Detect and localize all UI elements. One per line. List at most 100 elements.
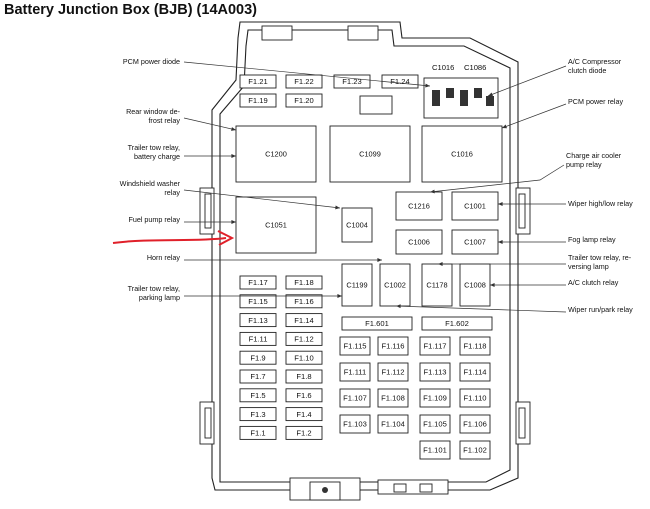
fuse-F1-109: F1.109 xyxy=(419,388,451,408)
annotation-arrow xyxy=(112,230,235,246)
relay-c1216: C1216 xyxy=(395,191,443,221)
relay-c1200: C1200 xyxy=(235,125,317,183)
right-side-clips xyxy=(515,187,531,445)
fuse-F1-6: F1.6 xyxy=(285,388,323,403)
leader-ac-clutch-head xyxy=(490,283,495,287)
leader-rear-window xyxy=(183,117,237,131)
fuse-F1-8-label: F1.8 xyxy=(296,372,311,381)
fuse-F1-109-label: F1.109 xyxy=(423,394,447,403)
fuse-F1-106-label: F1.106 xyxy=(463,420,487,429)
fuse-F1-107-label: F1.107 xyxy=(343,394,367,403)
fuse-F1-3-label: F1.3 xyxy=(250,410,265,419)
relay-c1006: C1006 xyxy=(395,229,443,255)
fuse-F1-117-label: F1.117 xyxy=(423,342,446,351)
fuse-F1-12: F1.12 xyxy=(285,331,323,346)
relay-c1178-label: C1178 xyxy=(426,281,447,290)
label-pcm-relay: PCM power relay xyxy=(568,97,624,106)
relay-c1006-label: C1006 xyxy=(408,238,430,247)
fuse-F1-20: F1.20 xyxy=(285,93,323,108)
leader-charge-air-head xyxy=(430,189,435,194)
fuse-F1-22-label: F1.22 xyxy=(294,77,313,86)
relay-c1001: C1001 xyxy=(451,191,499,221)
label-trailer-rev: Trailer tow relay, re-versing lamp xyxy=(568,253,632,271)
fuse-F1-14: F1.14 xyxy=(285,313,323,328)
fuse-F1-12-label: F1.12 xyxy=(294,335,313,344)
relay-c1200-label: C1200 xyxy=(265,150,287,159)
page-title: Battery Junction Box (BJB) (14A003) xyxy=(4,2,257,18)
fuse-F1-22: F1.22 xyxy=(285,74,323,89)
relay-c1004-label: C1004 xyxy=(346,221,368,230)
fuse-F1-21-label: F1.21 xyxy=(248,77,267,86)
fuse-F1-14-label: F1.14 xyxy=(294,316,313,325)
fuse-F1-101-label: F1.101 xyxy=(423,446,447,455)
diode-label-c1016: C1016 xyxy=(432,63,454,72)
fuse-F1-9-label: F1.9 xyxy=(250,353,265,362)
fuse-F1-7: F1.7 xyxy=(239,369,277,384)
fuse-F1-102-label: F1.102 xyxy=(463,446,487,455)
label-pcm-diode: PCM power diode xyxy=(123,57,180,66)
leader-washer xyxy=(183,189,341,209)
fuse-F1-118: F1.118 xyxy=(459,336,491,356)
fuse-F1-117: F1.117 xyxy=(419,336,451,356)
fuse-F1-105: F1.105 xyxy=(419,414,451,434)
leader-pcm-relay xyxy=(501,103,567,129)
fuse-F1-105-label: F1.105 xyxy=(423,420,447,429)
fuse-F1-9: F1.9 xyxy=(239,350,277,365)
relay-c1002: C1002 xyxy=(379,263,411,307)
label-rear-window: Rear window de-frost relay xyxy=(126,107,181,125)
label-wiper-hl: Wiper high/low relay xyxy=(568,199,633,208)
relay-c1178: C1178 xyxy=(421,263,453,307)
relay-c1008-label: C1008 xyxy=(464,281,486,290)
leader-washer-head xyxy=(335,205,340,210)
fuse-F1-5: F1.5 xyxy=(239,388,277,403)
relay-c1051: C1051 xyxy=(235,196,317,254)
fuse-F1-114: F1.114 xyxy=(459,362,491,382)
fuse-F1-108-label: F1.108 xyxy=(381,394,405,403)
leader-wiper-rp xyxy=(395,305,567,313)
spare-slot xyxy=(359,95,393,115)
fuse-F1-23-label: F1.23 xyxy=(342,77,361,86)
relay-c1004: C1004 xyxy=(341,207,373,243)
fuse-F1-1: F1.1 xyxy=(239,425,277,440)
fuse-F1-19: F1.19 xyxy=(239,93,277,108)
fuse-F1-8: F1.8 xyxy=(285,369,323,384)
relay-c1001-label: C1001 xyxy=(464,202,486,211)
leader-pcm-diode-head xyxy=(425,83,430,88)
fuse-F1-10-label: F1.10 xyxy=(294,353,313,362)
top-tab-left xyxy=(261,25,293,41)
fuse-F1-111-label: F1.111 xyxy=(344,368,367,377)
fuse-F1-16: F1.16 xyxy=(285,294,323,309)
diode-block xyxy=(423,77,499,119)
relay-c1199: C1199 xyxy=(341,263,373,307)
leader-charge-air xyxy=(429,164,565,193)
fuse-F1-24-label: F1.24 xyxy=(390,77,409,86)
label-trailer-batt: Trailer tow relay,battery charge xyxy=(128,143,180,161)
diode-label-c1086: C1086 xyxy=(464,63,486,72)
relay-c1016: C1016 xyxy=(421,125,503,183)
relay-c1099: C1099 xyxy=(329,125,411,183)
fuse-F1-2: F1.2 xyxy=(285,425,323,440)
top-tab-right xyxy=(347,25,379,41)
fuse-F1-108: F1.108 xyxy=(377,388,409,408)
fuse-F1-107: F1.107 xyxy=(339,388,371,408)
fuse-F1-112: F1.112 xyxy=(377,362,409,382)
fuse-F1-17-label: F1.17 xyxy=(248,278,267,287)
fuse-F1-6-label: F1.6 xyxy=(296,391,311,400)
fuse-F1-11: F1.11 xyxy=(239,331,277,346)
fuse-F1-3: F1.3 xyxy=(239,407,277,422)
label-wiper-rp: Wiper run/park relay xyxy=(568,305,633,314)
fuse-F1-110-label: F1.110 xyxy=(463,394,486,403)
fuse-F1-7-label: F1.7 xyxy=(250,372,265,381)
fuse-F1-601-label: F1.601 xyxy=(365,319,389,328)
leader-fuel-pump-head xyxy=(231,220,236,224)
fuse-F1-19-label: F1.19 xyxy=(248,96,267,105)
relay-c1007-label: C1007 xyxy=(464,238,486,247)
fuse-F1-21: F1.21 xyxy=(239,74,277,89)
fuse-F1-16-label: F1.16 xyxy=(294,297,313,306)
fuse-F1-602: F1.602 xyxy=(421,316,493,331)
fuse-F1-15-label: F1.15 xyxy=(248,297,267,306)
fuse-F1-24: F1.24 xyxy=(381,74,419,89)
